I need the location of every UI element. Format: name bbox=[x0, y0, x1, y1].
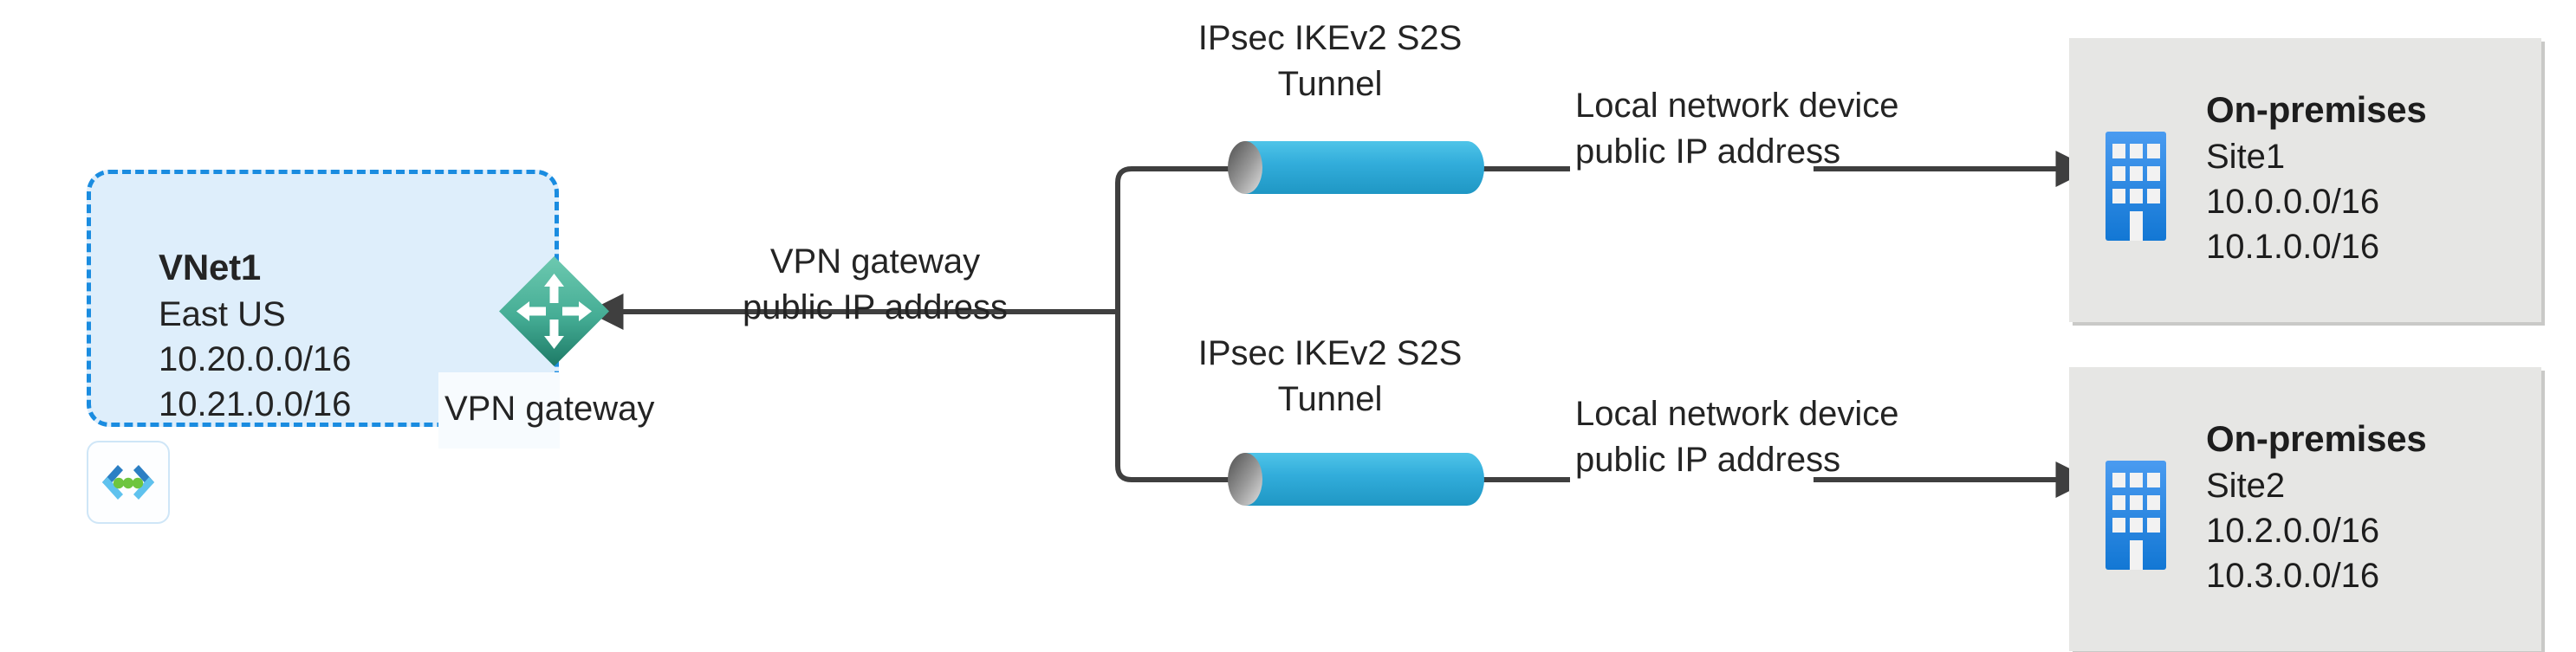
office-building-icon bbox=[2106, 461, 2166, 570]
on-premises-address-space-2: 10.3.0.0/16 bbox=[2206, 556, 2380, 595]
local-network-device-1-label: Local network device public IP address bbox=[1575, 87, 1899, 171]
vnet-address-space-2: 10.21.0.0/16 bbox=[159, 384, 352, 423]
vpn-tunnel-icon-1 bbox=[1226, 139, 1486, 196]
on-premises-site-2-details: On-premises Site2 10.2.0.0/16 10.3.0.0/1… bbox=[2206, 416, 2535, 598]
virtual-network-icon bbox=[87, 441, 170, 524]
on-premises-site-name: Site2 bbox=[2206, 466, 2286, 505]
tunnel-1-label: IPsec IKEv2 S2S Tunnel bbox=[1197, 19, 1463, 104]
vnet-address-space-1: 10.20.0.0/16 bbox=[159, 339, 352, 378]
on-premises-address-space-1: 10.0.0.0/16 bbox=[2206, 182, 2380, 221]
office-building-icon bbox=[2106, 132, 2166, 241]
on-premises-address-space-2: 10.1.0.0/16 bbox=[2206, 227, 2380, 266]
on-premises-address-space-1: 10.2.0.0/16 bbox=[2206, 511, 2380, 550]
on-premises-title: On-premises bbox=[2206, 418, 2427, 459]
on-premises-site-1: On-premises Site1 10.0.0.0/16 10.1.0.0/1… bbox=[2069, 38, 2541, 322]
vpn-gateway-caption-plate bbox=[438, 372, 560, 449]
vpn-gateway-icon bbox=[497, 255, 611, 368]
vnet-name: VNet1 bbox=[159, 247, 262, 287]
vpn-gateway-caption: VPN gateway bbox=[444, 390, 655, 428]
on-premises-site-2: On-premises Site2 10.2.0.0/16 10.3.0.0/1… bbox=[2069, 367, 2541, 651]
tunnel-2-label: IPsec IKEv2 S2S Tunnel bbox=[1197, 334, 1463, 419]
vpn-tunnel-icon-2 bbox=[1226, 451, 1486, 507]
on-premises-site-name: Site1 bbox=[2206, 137, 2286, 176]
on-premises-site-1-details: On-premises Site1 10.0.0.0/16 10.1.0.0/1… bbox=[2206, 87, 2535, 269]
vnet-region: East US bbox=[159, 294, 286, 333]
connector-bus bbox=[1115, 166, 1234, 482]
vnet-details: VNet1 East US 10.20.0.0/16 10.21.0.0/16 bbox=[159, 244, 522, 427]
vpn-gateway-public-ip-label: VPN gateway public IP address bbox=[742, 242, 1009, 327]
on-premises-title: On-premises bbox=[2206, 89, 2427, 130]
local-network-device-2-label: Local network device public IP address bbox=[1575, 395, 1899, 480]
